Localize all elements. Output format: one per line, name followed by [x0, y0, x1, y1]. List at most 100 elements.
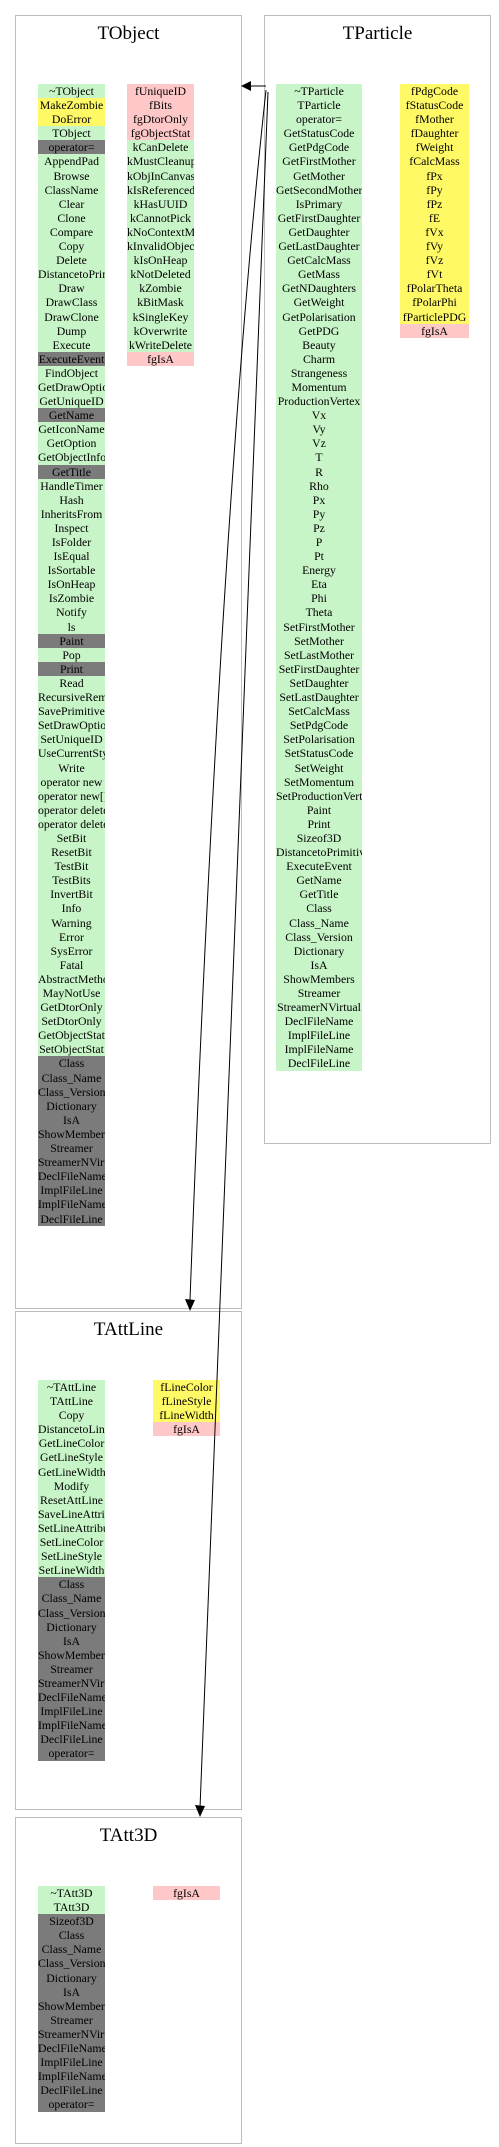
method-tattline: ShowMembers	[38, 1647, 105, 1662]
method-tparticle: GetName	[276, 873, 362, 888]
method-tatt3d: operator=	[38, 2097, 105, 2112]
method-tobject: ShowMembers	[38, 1126, 105, 1142]
method-tparticle: Px	[276, 492, 362, 507]
method-tattline: ~TAttLine	[38, 1380, 105, 1395]
method-tparticle: SetStatusCode	[276, 746, 362, 761]
method-tobject: IsA	[38, 1112, 105, 1127]
member-tattline: fgIsA	[153, 1422, 220, 1437]
method-tobject: UseCurrentStyle	[38, 746, 105, 761]
method-tparticle: SetPdgCode	[276, 718, 362, 733]
method-tobject: GetDrawOption	[38, 379, 105, 395]
method-tatt3d: Dictionary	[38, 1970, 105, 1985]
method-tatt3d: DeclFileLine	[38, 2083, 105, 2098]
method-tobject: IsFolder	[38, 535, 105, 550]
method-tattline: Class_Version	[38, 1605, 105, 1620]
method-tparticle: Class_Version	[276, 929, 362, 944]
method-tobject: GetDtorOnly	[38, 1000, 105, 1015]
method-tparticle: Streamer	[276, 986, 362, 1001]
member-list-tatt3d: fgIsA	[153, 1886, 220, 1901]
member-tparticle: fWeight	[400, 140, 469, 155]
method-tattline: DistancetoLine	[38, 1422, 105, 1437]
method-tobject: TestBits	[38, 873, 105, 888]
method-tparticle: SetWeight	[276, 760, 362, 775]
method-tobject: DistancetoPrimitive	[38, 267, 105, 282]
method-tobject: Streamer	[38, 1141, 105, 1156]
method-tatt3d: ImplFileLine	[38, 2055, 105, 2070]
method-tattline: SetLineStyle	[38, 1549, 105, 1564]
method-tobject: DrawClone	[38, 309, 105, 324]
class-title-tparticle: TParticle	[342, 23, 413, 44]
member-tattline: fLineWidth	[153, 1408, 220, 1423]
method-tobject: Write	[38, 760, 105, 775]
method-tparticle: SetFirstDaughter	[276, 661, 362, 676]
method-tatt3d: Class_Name	[38, 1942, 105, 1957]
method-tobject: Execute	[38, 337, 105, 352]
method-tobject: GetTitle	[38, 464, 105, 479]
method-tobject: Delete	[38, 253, 105, 268]
method-tobject: IsSortable	[38, 563, 105, 578]
method-tobject: Print	[38, 661, 105, 676]
method-tparticle: GetFirstDaughter	[276, 210, 362, 225]
member-tobject: kHasUUID	[127, 196, 194, 211]
method-tparticle: TParticle	[276, 98, 362, 113]
method-tobject: SysError	[38, 943, 105, 958]
member-tparticle: fMother	[400, 112, 469, 127]
method-tattline: StreamerNVirtual	[38, 1675, 105, 1691]
method-tparticle: DeclFileLine	[276, 1056, 362, 1071]
method-tparticle: Paint	[276, 802, 362, 817]
class-title-tobject: TObject	[97, 23, 160, 44]
method-tparticle: GetPolarisation	[276, 309, 362, 324]
method-tobject: ls	[38, 619, 105, 634]
member-tobject: kBitMask	[127, 295, 194, 310]
method-tobject: GetObjectStat	[38, 1028, 105, 1043]
method-tatt3d: Class_Version	[38, 1956, 105, 1971]
method-tobject: operator new	[38, 774, 105, 789]
method-tobject: ClassName	[38, 182, 105, 197]
method-tparticle: Vz	[276, 436, 362, 451]
method-tparticle: SetCalcMass	[276, 704, 362, 719]
method-tparticle: Vy	[276, 422, 362, 437]
method-tobject: AppendPad	[38, 154, 105, 169]
member-tparticle: fVy	[400, 239, 469, 254]
member-tparticle: fPx	[400, 168, 469, 183]
method-tattline: SaveLineAttributes	[38, 1506, 105, 1521]
method-tobject: Error	[38, 929, 105, 944]
method-tparticle: GetPDG	[276, 323, 362, 338]
method-tobject: TestBit	[38, 859, 105, 874]
method-tobject: InvertBit	[38, 887, 105, 902]
method-tparticle: SetLastMother	[276, 647, 362, 662]
method-tparticle: ImplFileLine	[276, 1028, 362, 1043]
method-tatt3d: TAtt3D	[38, 1900, 105, 1915]
method-tobject: GetOption	[38, 436, 105, 451]
method-tparticle: GetPdgCode	[276, 140, 362, 155]
method-tobject: IsEqual	[38, 549, 105, 564]
method-tobject: Class_Version	[38, 1084, 105, 1099]
method-tparticle: Phi	[276, 591, 362, 606]
method-tparticle: Class	[276, 901, 362, 916]
method-tattline: Class	[38, 1577, 105, 1592]
method-tparticle: Strangeness	[276, 365, 362, 380]
method-tobject: Fatal	[38, 957, 105, 972]
member-tobject: kObjInCanvas	[127, 168, 194, 183]
member-tparticle: fPy	[400, 182, 469, 197]
method-tattline: operator=	[38, 1746, 105, 1761]
member-tparticle: fVx	[400, 224, 469, 240]
method-tparticle: SetMother	[276, 633, 362, 648]
method-tparticle: Class_Name	[276, 915, 362, 930]
method-tobject: operator delete	[38, 802, 105, 817]
member-tobject: fgIsA	[127, 351, 194, 366]
method-tparticle: Py	[276, 506, 362, 521]
member-tparticle: fStatusCode	[400, 98, 469, 113]
method-tparticle: Sizeof3D	[276, 830, 362, 846]
method-tobject: Draw	[38, 281, 105, 296]
method-tobject: DoError	[38, 112, 105, 127]
member-tobject: kSingleKey	[127, 309, 194, 324]
member-tobject: fUniqueID	[127, 84, 194, 99]
member-tobject: fgDtorOnly	[127, 112, 194, 127]
member-tparticle: fPolarTheta	[400, 281, 469, 296]
